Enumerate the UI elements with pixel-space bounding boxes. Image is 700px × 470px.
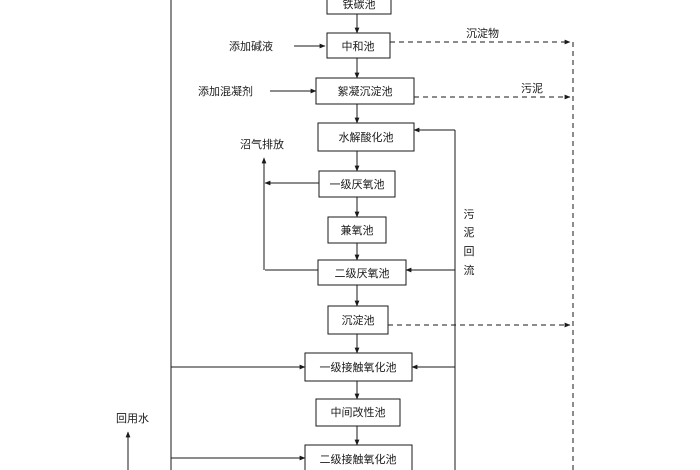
box-hydro	[317, 122, 415, 152]
box-ana1	[318, 170, 396, 198]
label-return-sludge-char-4: 流	[464, 263, 475, 277]
label-return-sludge-char-3: 回	[464, 245, 475, 258]
box-floc	[315, 77, 415, 105]
box-top	[326, 0, 392, 15]
label-sludge: 污泥	[521, 82, 543, 95]
box-cont1	[304, 352, 413, 382]
box-anox	[327, 216, 387, 244]
box-sed-label: 沉淀池	[342, 313, 375, 327]
label-biogas: 沼气排放	[240, 137, 284, 151]
box-ana2-label: 二级厌氧池	[335, 266, 390, 280]
box-floc-label: 絮凝沉淀池	[338, 84, 393, 98]
label-coagulant: 添加混凝剂	[198, 84, 253, 98]
box-ana2	[317, 259, 407, 286]
box-cont2	[304, 444, 413, 470]
box-sed	[327, 305, 389, 335]
box-ana1-label: 一级厌氧池	[330, 177, 385, 191]
box-top-label: 铁碳池	[343, 0, 376, 11]
label-reuse-water: 回用水	[116, 412, 149, 425]
label-return-sludge-char-2: 泥	[464, 226, 475, 239]
box-anox-label: 兼氧池	[341, 223, 374, 237]
box-cont1-label: 一级接触氧化池	[320, 360, 397, 374]
box-mid-label: 中间改性池	[331, 405, 386, 419]
box-neutral-label: 中和池	[342, 40, 375, 53]
box-cont2-label: 二级接触氧化池	[320, 452, 397, 466]
box-hydro-label: 水解酸化池	[339, 130, 394, 144]
label-alkali: 添加碱液	[229, 39, 273, 53]
box-mid	[315, 398, 401, 427]
label-precipitate: 沉淀物	[466, 26, 499, 40]
label-return-sludge-char-1: 污	[464, 208, 475, 221]
box-neutral	[326, 32, 391, 59]
